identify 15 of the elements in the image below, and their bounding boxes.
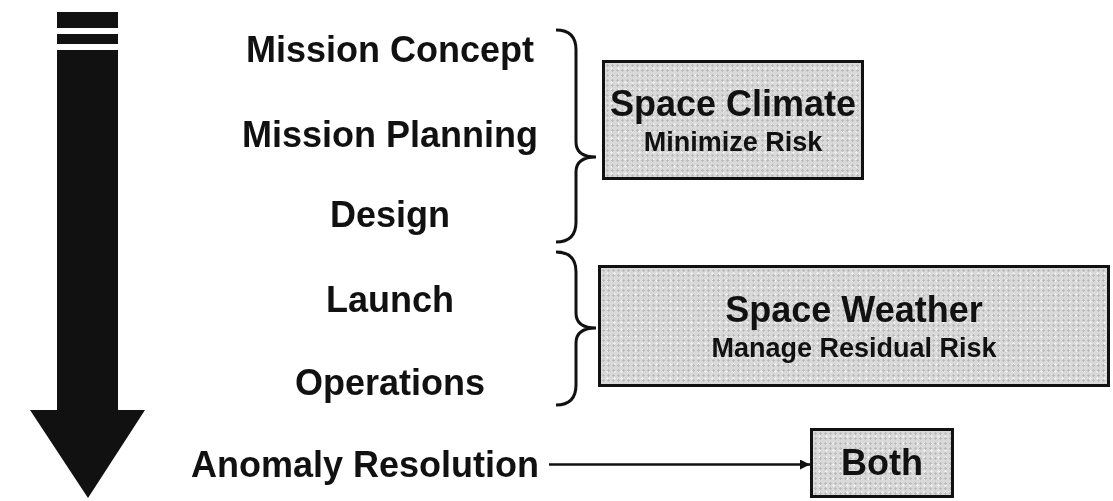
stage-label: Design xyxy=(330,194,450,235)
box-heading: Space Weather xyxy=(725,288,983,332)
stage-label: Mission Concept xyxy=(246,29,534,70)
stage-label: Anomaly Resolution xyxy=(191,444,539,485)
box-heading: Space Climate xyxy=(609,82,857,126)
arrow xyxy=(549,459,810,470)
stage-label: Launch xyxy=(326,279,454,320)
box-subtitle: Minimize Risk xyxy=(643,126,823,158)
label-box xyxy=(602,60,864,180)
stage-label: Operations xyxy=(294,362,485,403)
box-subtitle: Manage Residual Risk xyxy=(711,332,997,364)
label-box xyxy=(598,265,1110,387)
box-heading: Both xyxy=(841,441,923,485)
label-box xyxy=(810,428,954,498)
stage-label: Mission Planning xyxy=(242,114,538,155)
